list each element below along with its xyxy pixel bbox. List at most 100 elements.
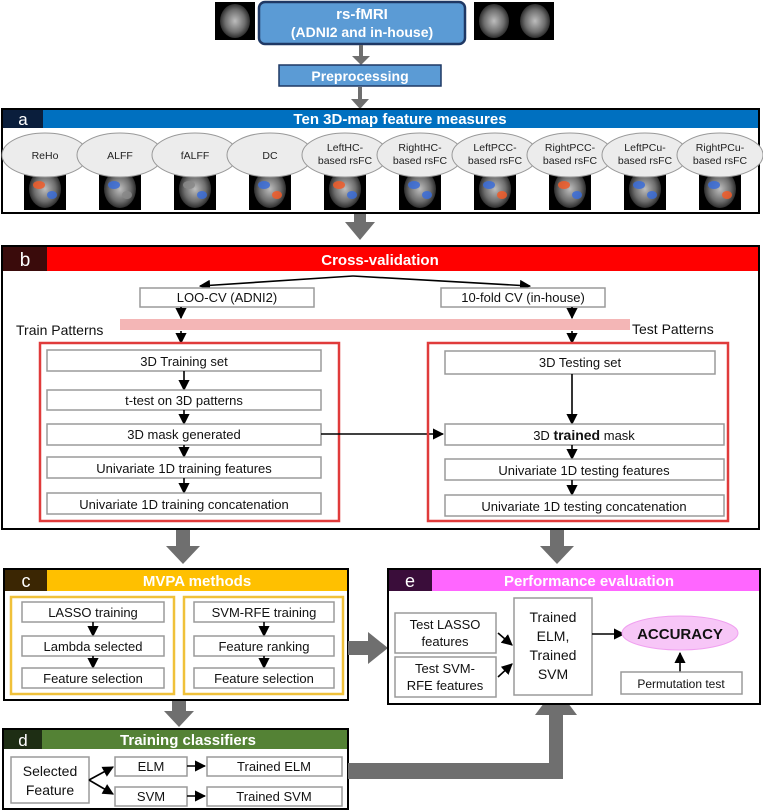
arrow-to-panel-b <box>345 222 375 240</box>
svm-rfe-group <box>182 595 345 696</box>
panel-c-header <box>5 570 347 591</box>
feature-measure-sublabel: based rsFC <box>393 155 448 167</box>
feature-measure-label: fALFF <box>181 150 210 162</box>
test-patterns-label: Test Patterns <box>632 321 714 337</box>
svg-text:3D Testing set: 3D Testing set <box>539 355 622 370</box>
feature-measure-7: LeftPCC-based rsFC <box>451 132 539 210</box>
accuracy-ellipse <box>621 615 739 651</box>
rsfmri-title: rs-fMRI <box>336 6 388 23</box>
svg-text:t-test on 3D patterns: t-test on 3D patterns <box>125 393 243 408</box>
preprocessing-box <box>278 64 442 87</box>
feature-measure-9: LeftPCu-based rsFC <box>601 132 689 210</box>
rsfmri-box <box>257 0 467 46</box>
feature-measure-label: LeftPCu- <box>624 142 666 154</box>
feature-measure-label: RightPCu- <box>696 142 745 154</box>
svg-text:LASSO training: LASSO training <box>48 605 138 620</box>
arrow-to-panel-a <box>351 99 369 109</box>
split-arrow-left <box>198 275 354 291</box>
svg-text:Univariate 1D testing concaten: Univariate 1D testing concatenation <box>481 499 686 514</box>
svg-text:3D Training set: 3D Training set <box>140 354 228 369</box>
feature-measure-sublabel: based rsFC <box>543 155 598 167</box>
panel-d-title: Training classifiers <box>120 732 256 749</box>
svg-text:Lambda selected: Lambda selected <box>43 639 142 654</box>
rsfmri-subtitle: (ADNI2 and in-house) <box>291 24 433 40</box>
svg-text:Selected: Selected <box>23 763 77 779</box>
svg-text:Feature selection: Feature selection <box>214 671 314 686</box>
trained-svm-box <box>206 786 343 807</box>
svg-text:Univariate 1D testing features: Univariate 1D testing features <box>498 463 670 478</box>
feature-measure-1: ReHo <box>1 132 89 210</box>
svg-text:features: features <box>422 634 469 649</box>
feature-measure-sublabel: based rsFC <box>318 155 373 167</box>
trained-classifiers-box <box>513 597 593 696</box>
feature-measure-2: ALFF <box>76 132 164 210</box>
panel-c-letter: c <box>22 571 31 591</box>
train-step-5 <box>46 492 322 515</box>
svg-text:RFE features: RFE features <box>407 678 484 693</box>
feature-measure-sublabel: based rsFC <box>618 155 673 167</box>
svg-text:Test SVM-: Test SVM- <box>415 661 475 676</box>
arrow-to-preprocessing <box>352 56 370 65</box>
svg-text:Trained: Trained <box>530 647 577 663</box>
feature-measure-3: fALFF <box>151 132 239 210</box>
feature-measure-10: RightPCu-based rsFC <box>676 132 763 210</box>
feature-measure-5: LeftHC-based rsFC <box>301 132 389 210</box>
test-step-3 <box>444 458 725 481</box>
panel-d: d Training classifiers Selected Feature … <box>2 728 349 810</box>
loo-cv-box <box>139 287 315 308</box>
test-step-4 <box>444 494 725 517</box>
panel-a-header <box>3 110 758 128</box>
feature-measure-sublabel: based rsFC <box>468 155 523 167</box>
feature-measure-6: RightHC-based rsFC <box>376 132 464 210</box>
pattern-bar <box>120 319 630 330</box>
accuracy-label: ACCURACY <box>637 626 723 643</box>
panel-e-letter: e <box>405 571 415 591</box>
svg-text:3D mask generated: 3D mask generated <box>127 427 240 442</box>
panel-e-title: Performance evaluation <box>504 573 674 590</box>
feature-measure-label: ReHo <box>32 150 59 162</box>
panel-b-frame <box>1 245 760 530</box>
arrow-c-to-e <box>368 632 388 664</box>
panel-e: e Performance evaluation Test LASSO feat… <box>387 568 761 705</box>
feature-measure-4: DC <box>226 132 314 210</box>
panel-c: c MVPA methods LASSO training Lambda sel… <box>3 568 349 701</box>
svg-text:SVM: SVM <box>538 666 568 682</box>
feature-measure-label: LeftPCC- <box>473 142 517 154</box>
panel-a-title: Ten 3D-map feature measures <box>293 111 506 128</box>
split-arrow-right <box>352 275 532 292</box>
panel-b-title: Cross-validation <box>321 252 439 269</box>
svg-text:ELM: ELM <box>138 759 165 774</box>
svg-text:Univariate 1D training feature: Univariate 1D training features <box>96 461 272 476</box>
test-group <box>426 341 730 523</box>
svg-text:Feature selection: Feature selection <box>43 671 143 686</box>
arrow-to-panel-e <box>540 546 574 564</box>
svg-text:Feature ranking: Feature ranking <box>218 639 309 654</box>
test-mask-label: 3D trained mask <box>533 427 635 443</box>
svg-text:Trained SVM: Trained SVM <box>236 789 311 804</box>
feature-measure-sublabel: based rsFC <box>693 155 748 167</box>
svm-step-3 <box>193 667 335 689</box>
tenfold-cv-label: 10-fold CV (in-house) <box>461 290 585 305</box>
svg-text:Feature: Feature <box>26 782 74 798</box>
train-patterns-label: Train Patterns <box>16 322 103 338</box>
panel-a-letter: a <box>18 110 28 129</box>
selected-feature-box <box>10 756 90 804</box>
preprocessing-label: Preprocessing <box>311 68 408 84</box>
svg-text:Test LASSO: Test LASSO <box>410 617 481 632</box>
tenfold-cv-box <box>440 287 606 308</box>
feature-measure-label: ALFF <box>107 150 133 162</box>
svg-text:ELM,: ELM, <box>537 628 570 644</box>
panel-b-header <box>3 247 758 271</box>
test-step-1 <box>444 350 716 375</box>
lasso-step-3 <box>21 667 165 689</box>
panel-b: b Cross-validation LOO-CV (ADNI2) 10-fol… <box>1 245 760 530</box>
feature-measure-8: RightPCC-based rsFC <box>526 132 614 210</box>
panel-d-header <box>4 730 347 749</box>
feature-measure-label: DC <box>262 150 278 162</box>
arrow-to-panel-c <box>166 546 200 564</box>
feature-measure-label: LeftHC- <box>327 142 364 154</box>
top-section: rs-fMRI (ADNI2 and in-house) Preprocessi… <box>215 0 554 109</box>
svg-text:Trained: Trained <box>530 609 577 625</box>
permutation-test-box <box>620 671 743 695</box>
feature-measure-oval <box>676 132 763 178</box>
